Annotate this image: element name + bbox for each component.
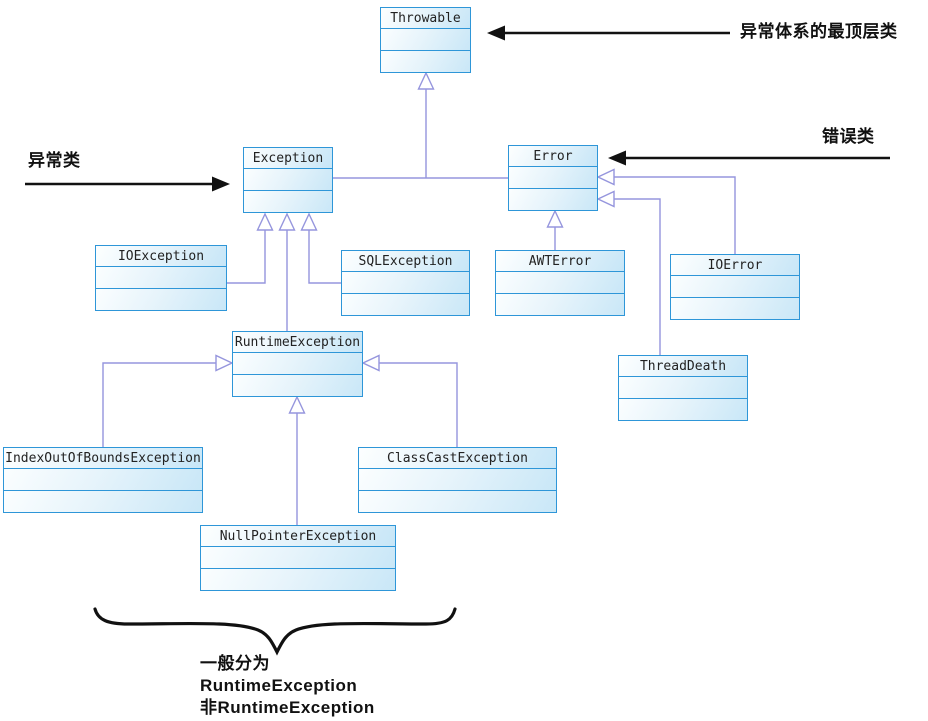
class-fields-compartment: [96, 267, 226, 289]
annotation-arrow-right: [608, 150, 890, 166]
class-methods-compartment: [509, 189, 597, 210]
class-box-awterror: AWTError: [495, 250, 625, 316]
inheritance-edge-indexoutofbounds-runtimeexception: [102, 354, 234, 447]
class-title: RuntimeException: [233, 332, 362, 353]
class-title: Throwable: [381, 8, 470, 29]
class-methods-compartment: [496, 294, 624, 315]
class-box-throwable: Throwable: [380, 7, 471, 73]
annotation-error-class: 错误类: [822, 127, 875, 146]
class-fields-compartment: [4, 469, 202, 491]
class-box-indexoutofboundsexception: IndexOutOfBoundsException: [3, 447, 203, 513]
inheritance-triangle-icon: [300, 212, 318, 231]
class-methods-compartment: [96, 289, 226, 310]
class-box-sqlexception: SQLException: [341, 250, 470, 316]
arrowhead-right-icon: [212, 176, 230, 192]
class-title: IOException: [96, 246, 226, 267]
arrowhead-left-icon: [608, 150, 626, 166]
class-box-ioexception: IOException: [95, 245, 227, 311]
inheritance-edge-ioexception-exception: [227, 212, 274, 284]
bottom-note-line2: RuntimeException: [200, 676, 358, 695]
class-methods-compartment: [381, 51, 470, 72]
inheritance-edge-awterror-error: [546, 209, 564, 250]
class-methods-compartment: [244, 191, 332, 212]
class-title: SQLException: [342, 251, 469, 272]
inheritance-edge-sqlexception-exception: [300, 212, 341, 284]
class-title: AWTError: [496, 251, 624, 272]
inheritance-edge-throwable-children: [333, 71, 508, 179]
class-box-nullpointerexception: NullPointerException: [200, 525, 396, 591]
class-title: ThreadDeath: [619, 356, 747, 377]
class-fields-compartment: [244, 169, 332, 191]
class-methods-compartment: [619, 399, 747, 420]
inheritance-triangle-icon: [361, 354, 380, 372]
class-fields-compartment: [381, 29, 470, 51]
class-title: NullPointerException: [201, 526, 395, 547]
inheritance-edge-threaddeath-error: [596, 190, 661, 355]
class-box-classcastexception: ClassCastException: [358, 447, 557, 513]
inheritance-triangle-icon: [288, 395, 306, 414]
inheritance-edge-ioerror-error: [596, 168, 736, 254]
class-title: IndexOutOfBoundsException: [4, 448, 202, 469]
class-fields-compartment: [342, 272, 469, 294]
annotation-top-level-class: 异常体系的最顶层类: [740, 22, 898, 41]
class-methods-compartment: [342, 294, 469, 315]
annotation-exception-class: 异常类: [28, 151, 81, 170]
arrowhead-left-icon: [487, 25, 505, 41]
bottom-note-line1: 一般分为: [200, 654, 270, 673]
class-box-threaddeath: ThreadDeath: [618, 355, 748, 421]
class-box-exception: Exception: [243, 147, 333, 213]
class-box-runtimeexception: RuntimeException: [232, 331, 363, 397]
annotation-arrow-left: [25, 176, 230, 192]
class-methods-compartment: [201, 569, 395, 590]
inheritance-triangle-icon: [417, 71, 435, 90]
inheritance-triangle-icon: [546, 209, 564, 228]
annotation-arrow-top: [487, 25, 730, 41]
class-methods-compartment: [671, 298, 799, 319]
inheritance-triangle-icon: [278, 212, 296, 231]
class-fields-compartment: [496, 272, 624, 294]
class-title: Exception: [244, 148, 332, 169]
class-title: IOError: [671, 255, 799, 276]
class-fields-compartment: [233, 353, 362, 375]
inheritance-triangle-icon: [596, 190, 615, 208]
class-methods-compartment: [4, 491, 202, 512]
class-fields-compartment: [619, 377, 747, 399]
class-title: Error: [509, 146, 597, 167]
class-box-error: Error: [508, 145, 598, 211]
inheritance-edge-classcast-runtimeexception: [361, 354, 458, 447]
bottom-note-line3: 非RuntimeException: [200, 698, 375, 717]
inheritance-triangle-icon: [596, 168, 615, 186]
class-fields-compartment: [671, 276, 799, 298]
class-methods-compartment: [359, 491, 556, 512]
curly-brace-icon: [93, 607, 457, 656]
annotation-bottom-note: 一般分为 RuntimeException 非RuntimeException: [200, 653, 375, 719]
class-fields-compartment: [509, 167, 597, 189]
class-fields-compartment: [201, 547, 395, 569]
inheritance-triangle-icon: [215, 354, 234, 372]
class-title: ClassCastException: [359, 448, 556, 469]
class-box-ioerror: IOError: [670, 254, 800, 320]
inheritance-triangle-icon: [256, 212, 274, 231]
inheritance-edge-nullpointer-runtimeexception: [288, 395, 306, 525]
class-fields-compartment: [359, 469, 556, 491]
inheritance-edge-runtimeexception-exception: [278, 212, 296, 331]
class-methods-compartment: [233, 375, 362, 396]
